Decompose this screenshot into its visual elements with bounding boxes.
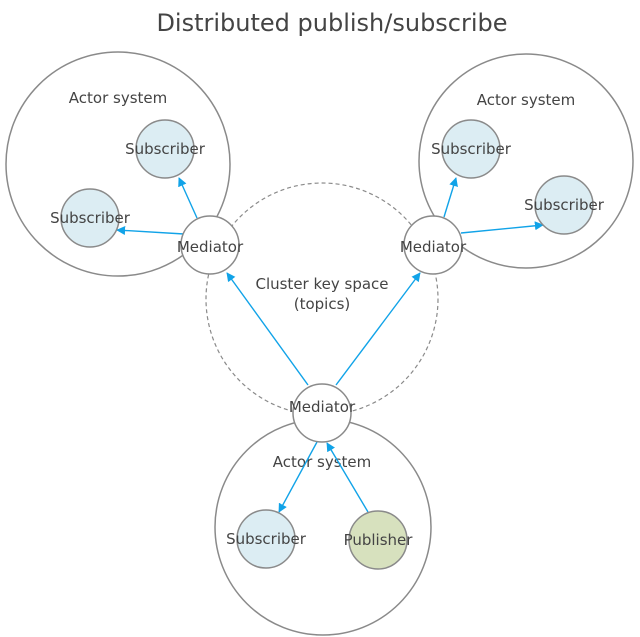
subscriber-label: Subscriber [125, 140, 206, 158]
subscriber-node [534, 175, 594, 235]
arrow-publisher-to-mediator-bottom [326, 442, 369, 513]
actor-system-right [418, 53, 634, 269]
subscriber-node [236, 509, 296, 569]
subscriber-node [441, 119, 501, 179]
mediator-label: Mediator [177, 238, 244, 256]
actor-system-left [5, 51, 231, 277]
arrow-mediator-bottom-to-subscriber [278, 441, 318, 513]
subscriber-label: Subscriber [226, 530, 307, 548]
keyspace-sublabel: (topics) [294, 295, 351, 313]
arrow-mediator-bottom-to-mediator-left [226, 272, 309, 386]
mediator-node [292, 383, 352, 443]
subscriber-node [135, 119, 195, 179]
actor-system-left-label: Actor system [69, 89, 167, 107]
keyspace-label: Cluster key space [255, 275, 388, 293]
mediator-node [403, 215, 463, 275]
arrow-mediator-right-to-subscriber-lower [460, 221, 544, 234]
mediator-node [180, 215, 240, 275]
actor-system-bottom-label: Actor system [273, 453, 371, 471]
publisher-label: Publisher [344, 531, 414, 549]
mediator-label: Mediator [289, 398, 356, 416]
arrow-mediator-bottom-to-mediator-right [335, 272, 421, 386]
publisher-node [348, 510, 408, 570]
subscriber-label: Subscriber [431, 140, 512, 158]
subscriber-node [60, 188, 120, 248]
actor-system-right-label: Actor system [477, 91, 575, 109]
subscriber-label: Subscriber [524, 196, 605, 214]
arrow-mediator-left-to-subscriber-upper [178, 177, 198, 219]
arrow-mediator-left-to-subscriber-lower [116, 225, 185, 235]
mediator-label: Mediator [400, 238, 467, 256]
arrow-mediator-right-to-subscriber-upper [443, 177, 458, 218]
diagram-title: Distributed publish/subscribe [156, 9, 507, 37]
subscriber-label: Subscriber [50, 209, 131, 227]
